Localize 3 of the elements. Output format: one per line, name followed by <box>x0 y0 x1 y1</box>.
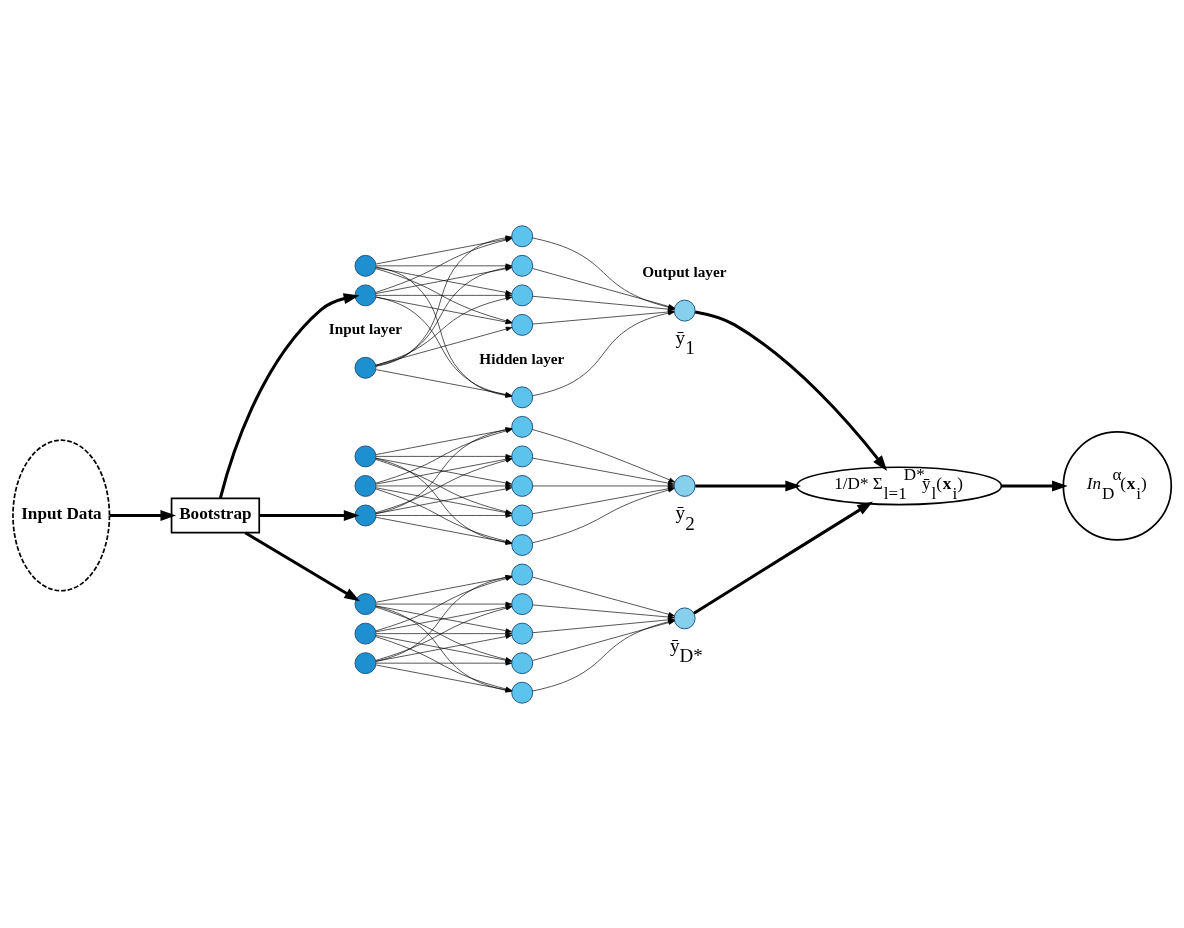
label: Hidden layer <box>479 349 565 367</box>
label: Output layer <box>642 262 727 280</box>
label: Input layer <box>328 319 403 337</box>
